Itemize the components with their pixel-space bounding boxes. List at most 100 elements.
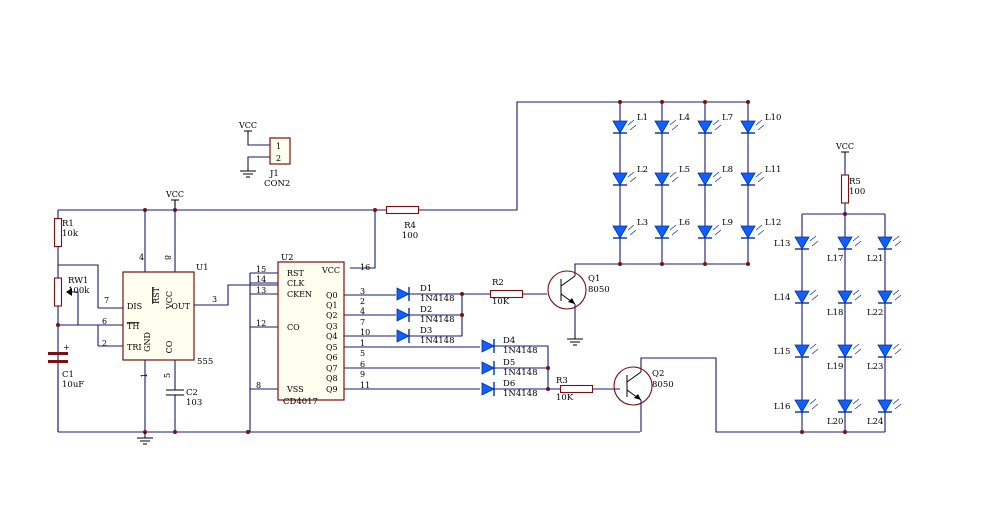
transistor-q2 [613,366,653,406]
vcc-label: VCC [165,190,184,199]
c1-plus-mark: + [63,343,70,352]
junction-dot [660,100,664,104]
u1-pinnum-6: 6 [102,317,107,326]
u2-out-q8: Q8 [326,374,338,383]
wire [375,101,750,211]
led-label-l12: L12 [765,218,781,228]
d3-part: 1N4148 [420,336,454,346]
transistor-q1 [547,270,587,310]
c2-value: 103 [186,398,202,408]
junction-dot [373,208,377,212]
led-l22 [877,289,902,304]
u2-out-q0: Q0 [326,291,338,300]
u1-pinnum-7: 7 [104,296,109,305]
wire [58,291,79,326]
resistor-r1 [53,217,63,248]
led-l23 [877,343,902,358]
d2-part: 1N4148 [420,315,454,325]
u2-out-q2: Q2 [326,311,338,320]
led-l3 [612,224,637,239]
r5-value: 100 [849,187,865,197]
wires [56,100,886,434]
q2-ref: Q2 [652,369,664,379]
u2-outpin-4: 4 [360,307,365,316]
junction-dot [746,100,750,104]
u2-outpin-11: 11 [360,381,370,390]
u2-pinnum-16: 16 [360,263,370,272]
u2-out-q7: Q7 [326,364,338,373]
led-label-l23: L23 [867,362,883,372]
vcc-u1 [171,199,179,208]
ground-main [137,432,153,445]
led-l17 [837,235,862,250]
u2-outpin-5: 5 [360,349,365,358]
led-l16 [794,398,819,413]
c1-ref: C1 [62,370,74,380]
u2-out-q5: Q5 [326,343,338,352]
led-label-l21: L21 [867,254,883,264]
diode-d6 [481,382,495,396]
u2-pinnum-12: 12 [256,319,266,328]
ic-u1-555 [122,271,195,361]
u1-pinnum-2: 2 [102,339,107,348]
junction-dot [546,366,550,370]
u2-outpin-7: 7 [360,318,365,327]
led-l15 [794,343,819,358]
led-label-l3: L3 [637,218,648,228]
led-l8 [697,171,722,186]
junction-dot [703,262,707,266]
u2-pinnum-15: 15 [256,265,266,274]
led-l4 [654,119,679,134]
vcc-label: VCC [238,121,257,130]
u2-outpin-3: 3 [360,287,365,296]
rw1-value: 100k [68,286,90,296]
u2-pinnum-14: 14 [256,275,266,284]
led-label-l11: L11 [765,165,781,175]
resistor-r3 [559,384,594,394]
u2-pin-clk: CLK [287,279,305,288]
u1-pin-tri: TRI [127,343,142,352]
d6-ref: D6 [503,379,515,389]
vcc-label: VCC [835,142,854,151]
d6-part: 1N4148 [503,389,537,399]
led-label-l8: L8 [722,165,733,175]
wire [640,357,885,433]
led-l14 [794,289,819,304]
rw1-ref: RW1 [68,276,88,286]
wire [58,264,99,308]
junction-dot [246,430,250,434]
potentiometer-rw1 [53,277,63,307]
led-l19 [837,343,862,358]
u2-outpin-9: 9 [360,370,365,379]
u2-pin-co: CO [287,323,300,332]
junction-dot [746,262,750,266]
u2-pin-rst: RST [287,269,305,278]
led-l11 [740,171,765,186]
u1-pin-th: TH [127,322,139,331]
junction-dot [618,100,622,104]
led-label-l7: L7 [722,113,733,123]
junction-dot [56,323,60,327]
u1-ref: U1 [196,263,209,273]
u1-pin-gnd: GND [143,332,152,352]
wire [574,263,750,276]
led-label-l14: L14 [774,293,790,303]
led-l6 [654,224,679,239]
u2-outpin-1: 1 [360,339,365,348]
components [48,119,902,445]
r4-ref: R4 [404,221,416,231]
diode-d2 [396,308,410,322]
ic-u2-cd4017 [277,261,345,401]
d4-ref: D4 [503,336,515,346]
d1-ref: D1 [420,284,432,294]
u2-outpin-6: 6 [360,360,365,369]
u2-pinnum-13: 13 [256,286,266,295]
led-l13 [794,235,819,250]
r5-ref: R5 [849,177,861,187]
u1-part: 555 [197,357,213,367]
ground-q1 [567,333,583,346]
led-l5 [654,171,679,186]
junction-dot [660,262,664,266]
r3-ref: R3 [556,376,568,386]
